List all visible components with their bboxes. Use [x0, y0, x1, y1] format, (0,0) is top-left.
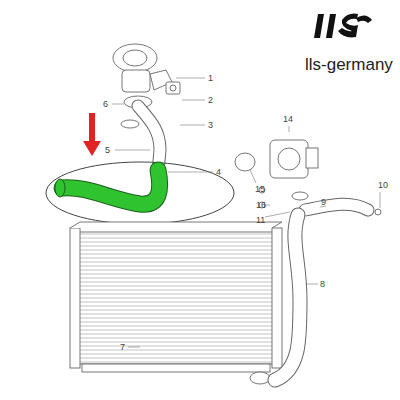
callout-number: 6: [103, 100, 108, 109]
callout-number: 5: [105, 146, 110, 155]
logo-mark: [314, 14, 372, 38]
callout-number: 7: [120, 343, 125, 352]
leader-lines: [112, 78, 380, 347]
charge-air-hose: [62, 170, 160, 204]
callout-number: 3: [208, 121, 213, 130]
callout-number: 2: [208, 96, 213, 105]
pipe-8-fill: [275, 215, 300, 380]
throttle-body: [235, 140, 381, 215]
callout-number: 4: [216, 168, 221, 177]
callout-number: 16: [256, 201, 266, 210]
callout-number: 15: [255, 185, 265, 194]
pipe-9-fill: [305, 204, 368, 210]
highlight-ellipse: [46, 162, 234, 224]
hose-clamp: [55, 179, 65, 197]
pipe-9: [305, 204, 368, 210]
pointer-arrow: [83, 113, 101, 156]
callout-number: 10: [378, 181, 388, 190]
callout-number: 14: [283, 115, 293, 124]
brand-name: lls-germany: [305, 56, 393, 73]
callout-number: 11: [256, 216, 265, 225]
callout-number: 1: [208, 74, 213, 83]
callout-number: 8: [320, 280, 325, 289]
callout-number: 9: [321, 198, 326, 207]
intercooler: [70, 222, 282, 384]
charge-air-hose-fill: [62, 170, 160, 204]
pipe-8: [275, 215, 300, 380]
